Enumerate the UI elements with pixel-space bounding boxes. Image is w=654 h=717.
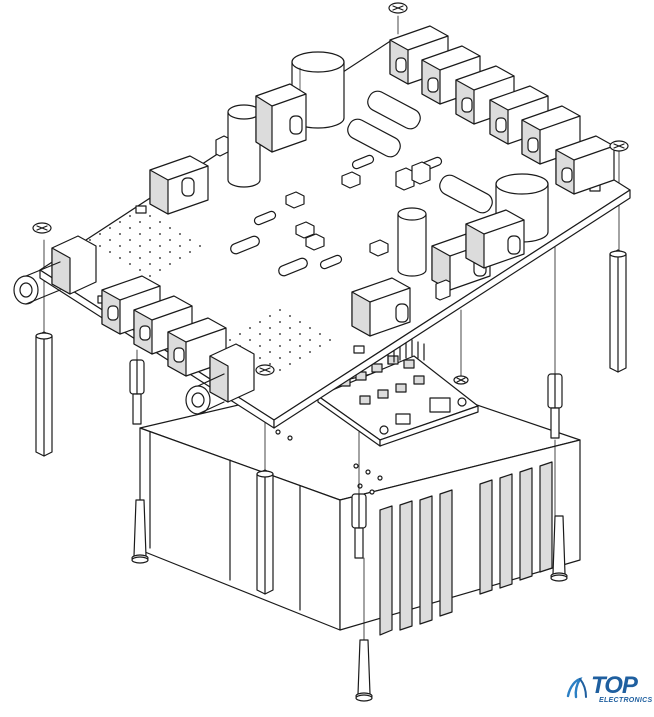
bolt-bottom xyxy=(355,639,373,702)
smd-components xyxy=(215,135,451,301)
bnc-connector-top xyxy=(13,235,97,305)
audio-jack xyxy=(465,209,525,269)
film-capacitors xyxy=(347,90,493,214)
standoff-center xyxy=(256,469,274,595)
resistors xyxy=(230,154,443,277)
film-capacitor xyxy=(367,90,421,130)
audio-jack xyxy=(351,277,411,337)
standoff-right xyxy=(609,249,627,373)
logo-mark-icon xyxy=(566,677,587,699)
screw-left xyxy=(32,222,52,234)
small-pcb xyxy=(317,339,479,447)
screw-right xyxy=(609,140,629,152)
logo-wordmark: TOP xyxy=(591,672,638,699)
electrolytic-capacitor-left xyxy=(227,104,261,188)
bolt-right xyxy=(550,515,568,582)
logo-subtitle: ELECTRONICS xyxy=(599,697,653,704)
audio-jacks-top-row xyxy=(389,25,615,195)
film-capacitor xyxy=(347,118,401,158)
audio-jack xyxy=(555,135,615,195)
audio-jack xyxy=(255,83,307,153)
screw-front xyxy=(255,364,275,376)
audio-jacks-left xyxy=(149,83,307,215)
spring-clip-left xyxy=(129,359,145,425)
film-capacitor xyxy=(439,174,493,214)
bolt-left xyxy=(131,499,149,564)
electrolytic-capacitor-center xyxy=(397,207,427,277)
screw-top xyxy=(388,2,408,14)
assembly-guide-lines xyxy=(43,15,620,641)
bnc-connector-bottom xyxy=(185,343,255,415)
proto-area-bottom xyxy=(229,309,331,371)
audio-jacks-right xyxy=(351,209,525,337)
top-electronics-logo: TOP ELECTRONICS xyxy=(566,672,653,712)
standoff-left xyxy=(35,331,53,457)
heatsink-fins xyxy=(379,461,553,636)
audio-jack xyxy=(149,155,209,215)
screw-small-pcb xyxy=(453,375,469,385)
spring-clip-right xyxy=(547,373,563,439)
